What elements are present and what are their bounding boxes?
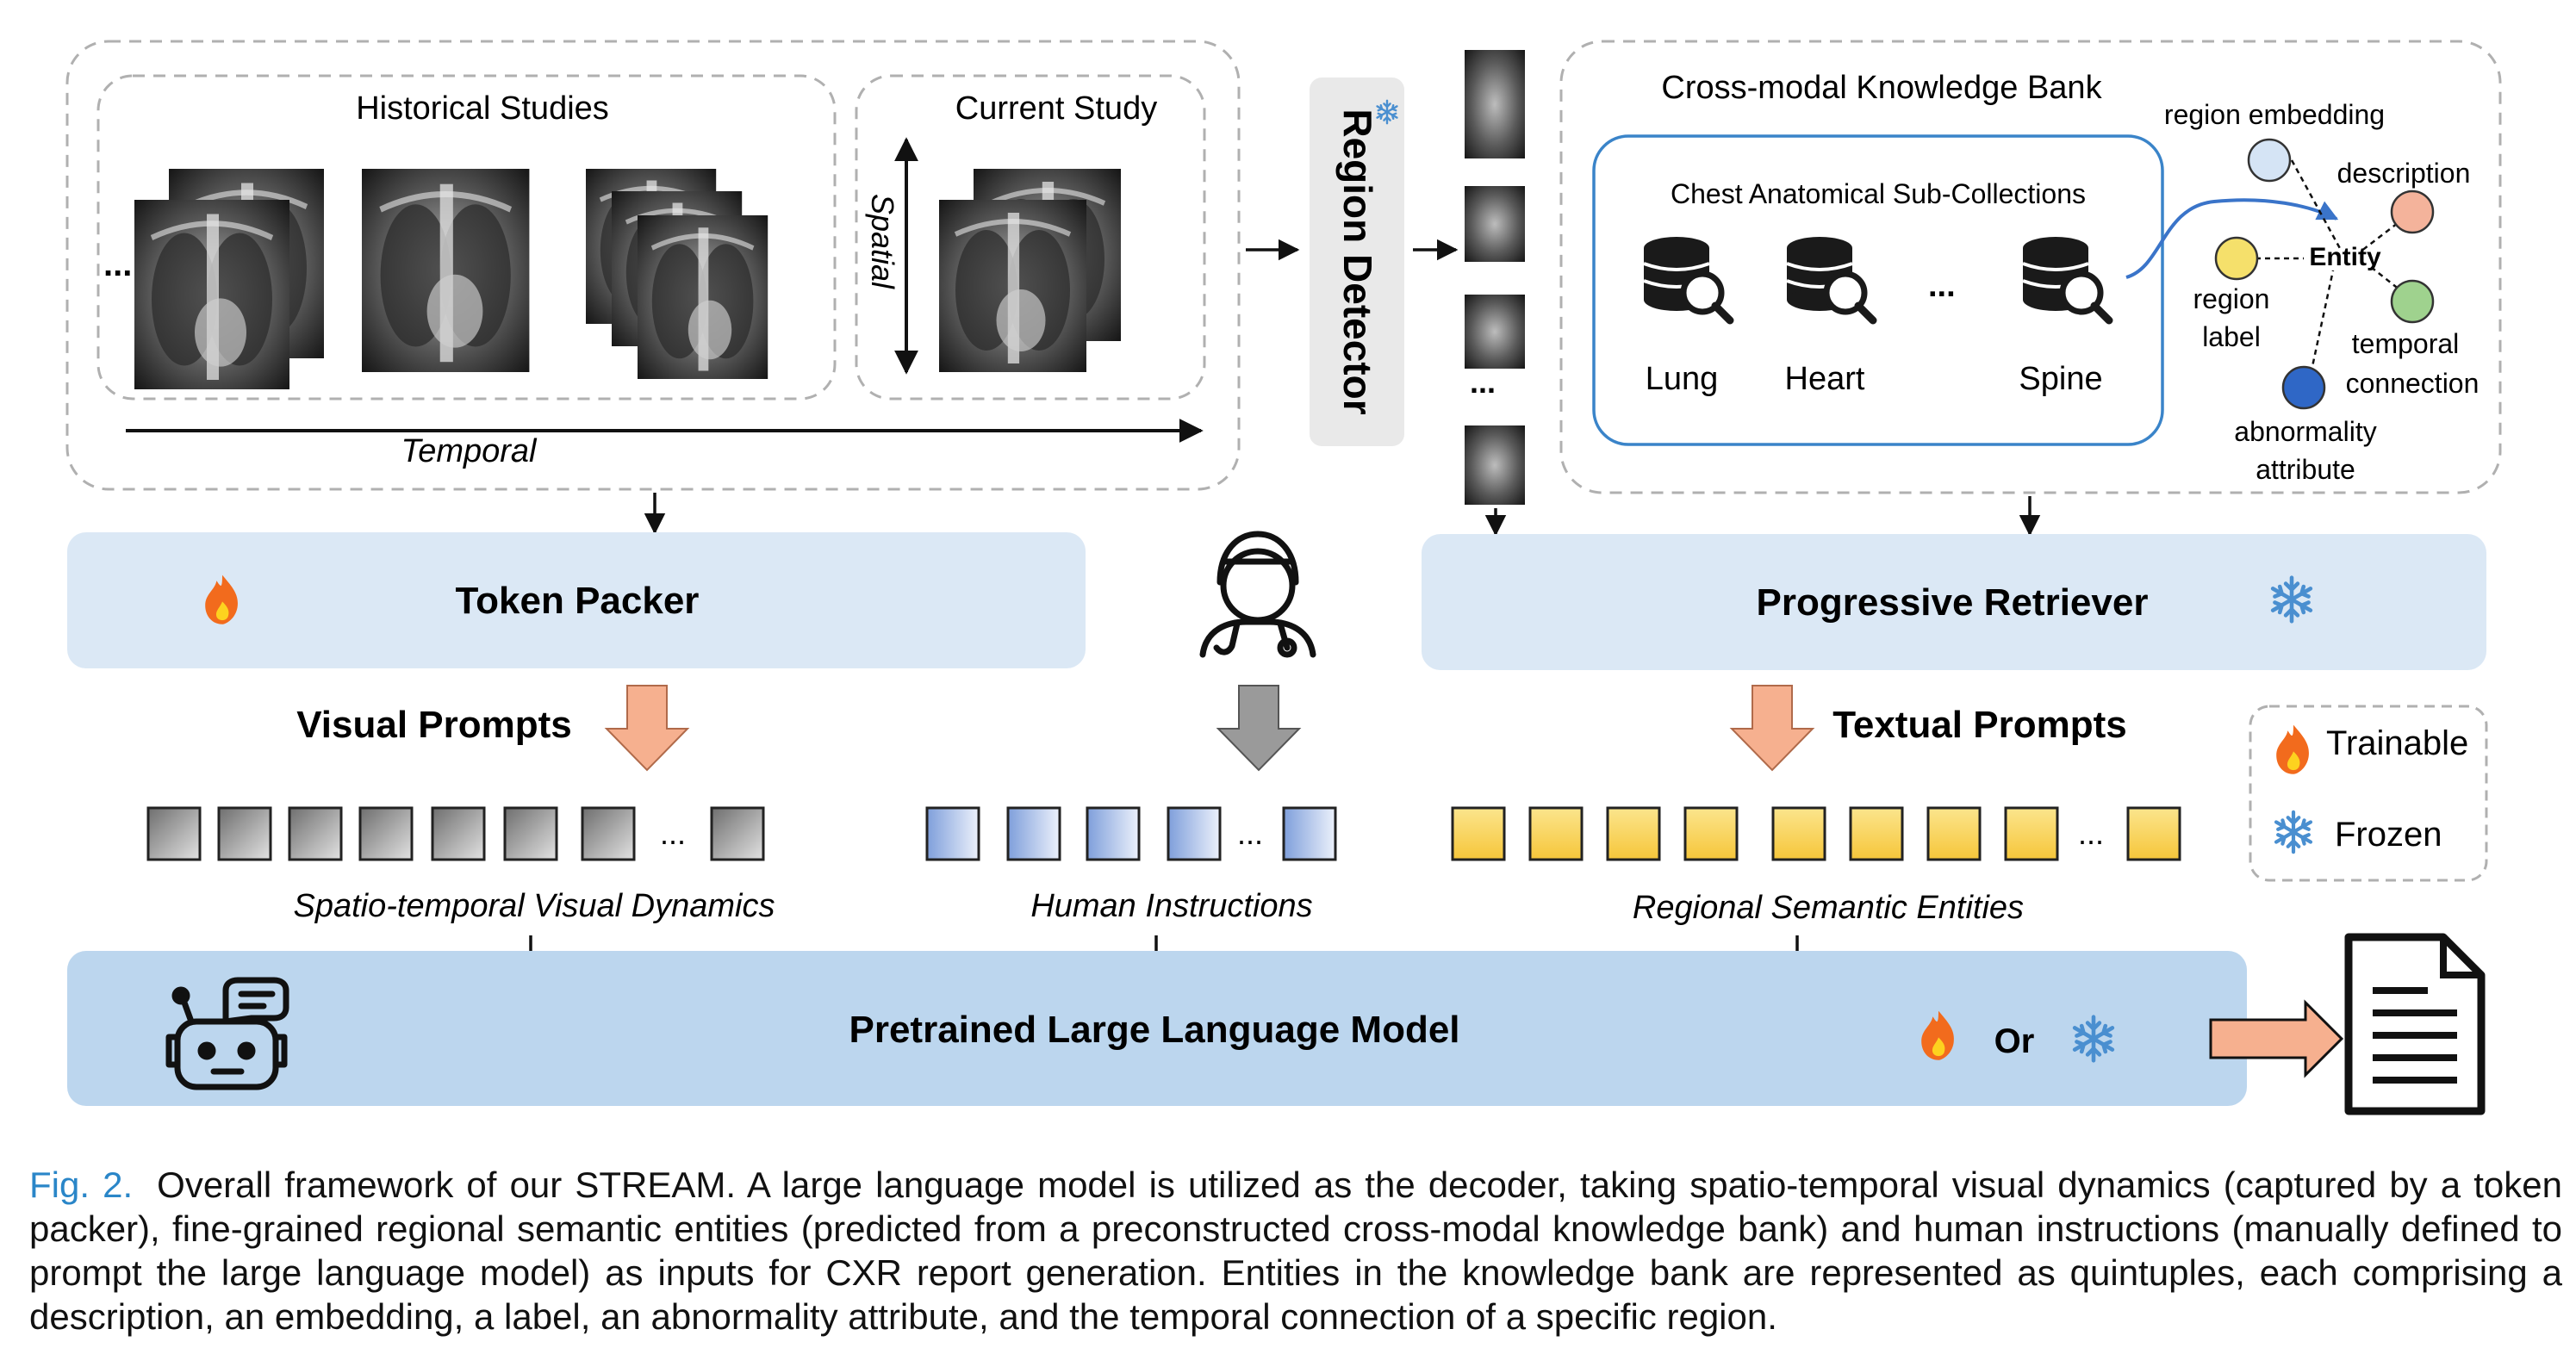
textual-token <box>1926 806 1982 861</box>
visual-token <box>710 806 765 861</box>
sub-collections-box <box>1592 134 2164 446</box>
semantic-entities-caption: Regional Semantic Entities <box>1633 890 2024 926</box>
visual-prompts-label: Visual Prompts <box>296 704 572 746</box>
robot-chat-icon <box>165 977 289 1090</box>
entity-graph <box>2214 138 2435 410</box>
legend-frozen: Frozen <box>2335 816 2442 854</box>
output-arrow <box>2209 999 2344 1078</box>
region-embedding-node <box>2247 138 2292 183</box>
textual-prompts-label: Textual Prompts <box>1832 704 2126 746</box>
historical-studies-box <box>96 74 837 401</box>
description-label: description <box>2337 158 2471 189</box>
instruction-token-ellipsis: ... <box>1237 816 1263 851</box>
textual-token <box>1683 806 1739 861</box>
db-ellipsis: ... <box>1928 268 1956 304</box>
token-packer-box <box>67 532 1086 668</box>
llm-or-label: Or <box>1994 1022 2035 1060</box>
historical-xray-2 <box>362 169 529 372</box>
region-label-line1: region <box>2193 283 2270 314</box>
instruction-token <box>1086 806 1141 861</box>
sub-collections-title: Chest Anatomical Sub-Collections <box>1671 178 2086 209</box>
heart-database-search-icon <box>1787 237 1873 320</box>
region-label-line2: label <box>2202 321 2261 352</box>
current-study-title: Current Study <box>955 90 1157 127</box>
region-detector-label: Region Detector <box>1335 109 1380 414</box>
instruction-token <box>1006 806 1061 861</box>
document-icon <box>2344 933 2486 1115</box>
lung-database-search-icon <box>1644 237 1730 320</box>
region-crops-ellipsis: ... <box>1470 364 1496 400</box>
legend-trainable: Trainable <box>2326 724 2468 762</box>
textual-token-ellipsis: ... <box>2078 816 2104 851</box>
visual-prompt-arrow <box>604 685 690 772</box>
historical-xray-stack-3 <box>586 169 768 379</box>
abnormality-line1: abnormality <box>2234 416 2376 447</box>
visual-token <box>146 806 202 861</box>
visual-token-ellipsis: ... <box>660 816 686 851</box>
textual-token <box>2004 806 2059 861</box>
visual-token <box>581 806 636 861</box>
region-detector-box <box>1310 78 1404 446</box>
framework-figure: Historical Studies ... Current Study Spa… <box>65 40 2502 1115</box>
llm-box <box>67 951 2247 1106</box>
instruction-token-row <box>925 806 1337 861</box>
visual-dynamics-caption: Spatio-temporal Visual Dynamics <box>294 888 775 924</box>
llm-label: Pretrained Large Language Model <box>849 1009 1459 1051</box>
historical-xray-stack-1 <box>134 169 324 389</box>
instruction-token <box>925 806 980 861</box>
visual-token <box>358 806 414 861</box>
textual-token <box>2126 806 2181 861</box>
region-crops <box>1465 50 1525 505</box>
temporal-connection-line2: connection <box>2346 368 2480 399</box>
textual-token <box>1771 806 1826 861</box>
visual-token <box>431 806 486 861</box>
spine-database-search-icon <box>2023 237 2109 320</box>
region-label-node <box>2214 236 2259 281</box>
abnormality-line2: attribute <box>2256 454 2355 485</box>
current-xray-stack <box>939 169 1121 372</box>
progressive-retriever-label: Progressive Retriever <box>1757 581 2149 624</box>
description-node <box>2390 189 2435 234</box>
progressive-retriever-box <box>1422 534 2486 670</box>
studies-outer-box <box>65 40 1241 491</box>
visual-token <box>288 806 343 861</box>
legend-fire-icon <box>2276 724 2309 774</box>
spatial-label: Spatial <box>865 194 900 289</box>
instruction-token <box>1167 806 1222 861</box>
historical-studies-title: Historical Studies <box>356 90 609 127</box>
db-label-heart: Heart <box>1785 361 1865 397</box>
human-instructions-caption: Human Instructions <box>1030 888 1312 924</box>
knowledge-bank-title: Cross-modal Knowledge Bank <box>1661 70 2102 106</box>
textual-token <box>1451 806 1506 861</box>
textual-token <box>1849 806 1904 861</box>
historical-ellipsis: ... <box>103 245 132 283</box>
temporal-connection-line1: temporal <box>2352 328 2460 359</box>
legend-snowflake-icon <box>2276 812 2311 852</box>
legend-box <box>2249 705 2488 882</box>
region-embedding-label: region embedding <box>2164 99 2385 130</box>
db-label-lung: Lung <box>1646 361 1719 397</box>
entity-label: Entity <box>2309 243 2381 271</box>
textual-token <box>1606 806 1661 861</box>
current-study-box <box>855 74 1206 401</box>
knowledge-bank-box <box>1559 40 2502 494</box>
instruction-token <box>1282 806 1337 861</box>
db-to-entity-arrow <box>2125 198 2339 279</box>
figure-caption: Fig. 2.Overall framework of our STREAM. … <box>29 1163 2562 1338</box>
temporal-label: Temporal <box>401 433 538 469</box>
doctor-icon <box>1199 531 1316 658</box>
textual-token-row <box>1451 806 2181 861</box>
temporal-connection-node <box>2390 279 2435 324</box>
textual-token <box>1528 806 1584 861</box>
visual-token-row <box>146 806 765 861</box>
figure-caption-label: Fig. 2. <box>29 1165 134 1205</box>
token-packer-label: Token Packer <box>456 580 700 622</box>
visual-token <box>217 806 272 861</box>
visual-token <box>503 806 558 861</box>
figure-caption-text: Overall framework of our STREAM. A large… <box>29 1165 2562 1337</box>
abnormality-node <box>2281 365 2326 410</box>
textual-prompt-arrow <box>1729 685 1815 772</box>
instruction-arrow <box>1216 685 1302 772</box>
db-label-spine: Spine <box>2019 361 2102 397</box>
